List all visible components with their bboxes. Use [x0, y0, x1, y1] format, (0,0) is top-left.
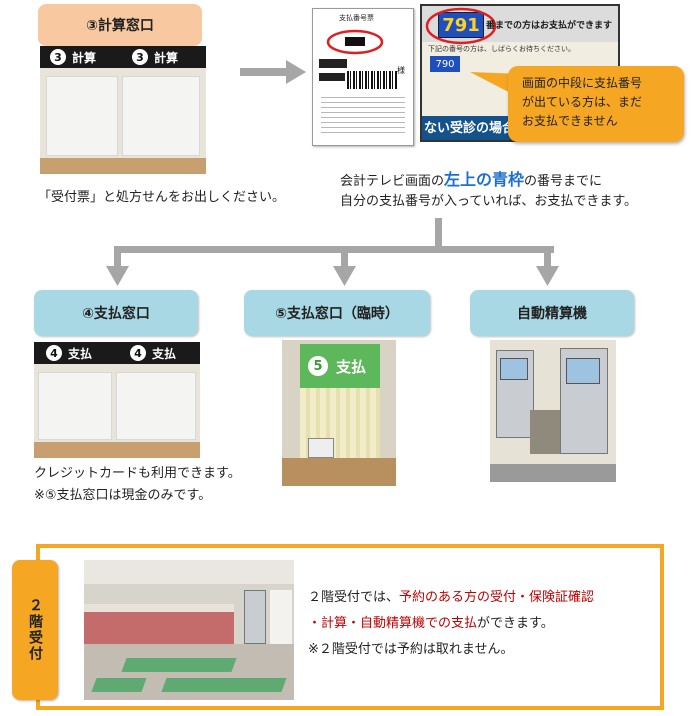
- pay-caption-2: ※⑤支払窓口は現金のみです。: [34, 488, 212, 503]
- arrow-right-icon: [240, 60, 306, 84]
- instruction-line-2: 自分の支払番号が入っていれば、お支払できます。: [340, 194, 638, 209]
- second-floor-line-1: ２階受付では、予約のある方の受付・保険証確認: [308, 588, 594, 607]
- second-floor-side-text: ２階受付: [27, 598, 43, 662]
- tv-mid-number: 790: [430, 56, 460, 72]
- receipt-fine-print: [321, 97, 405, 137]
- instruction-line-1: 会計テレビ画面の左上の青枠の番号までに: [340, 170, 602, 191]
- counter-blind: [122, 76, 200, 156]
- receipt-title: 支払番号票: [339, 14, 374, 22]
- second-floor-line-2: ・計算・自動精算機での支払ができます。: [308, 614, 554, 633]
- counter-blind: [46, 76, 118, 156]
- counter-shelf: [34, 442, 200, 458]
- counter-sign-text: 計算: [154, 50, 179, 65]
- callout-bubble: 画面の中段に支払番号 が出ている方は、まだ お支払できません: [508, 66, 684, 142]
- receipt-suffix: 様: [397, 66, 405, 75]
- step-calc-label: ③計算窓口: [38, 4, 202, 46]
- counter-blind: [38, 372, 112, 440]
- tv-top-text: 番までの方はお支払ができます: [486, 21, 613, 31]
- second-floor-line-2-post: ができます。: [477, 616, 554, 631]
- callout-line-2: が出ている方は、まだ: [522, 95, 643, 109]
- callout-line-3: お支払できません: [522, 114, 618, 128]
- machine-photo: [490, 340, 616, 482]
- second-floor-line-1-pre: ２階受付では、: [308, 590, 400, 605]
- receipt-red-circle: [326, 29, 384, 55]
- counter-blind: [116, 372, 196, 440]
- pay-counter-photo: 4 支払 4 支払: [34, 342, 200, 458]
- instruction-pre: 会計テレビ画面の: [340, 174, 445, 189]
- calc-counter-sign: 3 計算 3 計算: [40, 46, 206, 68]
- second-floor-side-label: ２階受付: [12, 560, 58, 700]
- calc-counter-photo: 3 計算 3 計算: [40, 46, 206, 174]
- receipt-image: 支払番号票 様: [312, 8, 414, 146]
- pay-counter-sign: 4 支払 4 支払: [34, 342, 200, 364]
- counter-sign-text: 支払: [68, 346, 93, 361]
- counter-number-icon: 3: [132, 49, 148, 65]
- instruction-emphasis: 左上の青枠: [444, 170, 525, 189]
- counter-sign-text: 支払: [152, 346, 177, 361]
- calc-caption: 「受付票」と処方せんをお出しください。: [38, 190, 286, 205]
- callout-line-1: 画面の中段に支払番号: [522, 76, 643, 90]
- pay-caption-1: クレジットカードも利用できます。: [34, 466, 241, 481]
- receipt-barcode: [347, 71, 397, 89]
- callout-tail: [470, 72, 520, 98]
- second-floor-line-3: ※２階受付では予約は取れません。: [308, 642, 514, 657]
- temp-counter-number-icon: 5: [308, 356, 328, 376]
- step-pay-label: ④支払窓口: [34, 290, 198, 336]
- branch-arrows: [106, 218, 559, 286]
- counter-number-icon: 4: [46, 345, 62, 361]
- tv-bottom-text: ない受診の場合: [424, 121, 516, 136]
- tv-sub-text: 下記の番号の方は、しばらくお待ちください。: [428, 45, 575, 53]
- instruction-post: の番号までに: [524, 174, 603, 189]
- second-floor-photo: [84, 560, 294, 700]
- receipt-redaction: [319, 59, 347, 68]
- temp-counter-sign-text: 支払: [336, 357, 367, 376]
- second-floor-line-2-red: ・計算・自動精算機での支払: [308, 616, 478, 631]
- step-temp-label: ⑤支払窓口（臨時）: [244, 290, 430, 336]
- counter-shelf: [40, 158, 206, 174]
- receipt-redaction: [319, 73, 345, 81]
- step-machine-label: 自動精算機: [470, 290, 634, 336]
- counter-number-icon: 3: [50, 49, 66, 65]
- tv-red-circle: [425, 7, 497, 45]
- counter-number-icon: 4: [130, 345, 146, 361]
- counter-sign-text: 計算: [72, 50, 97, 65]
- second-floor-line-1-red: 予約のある方の受付・保険証確認: [399, 590, 595, 605]
- tv-number: 791: [442, 14, 480, 36]
- temp-counter-photo: 5 支払: [282, 340, 396, 486]
- tv-number-box: 791: [438, 12, 484, 38]
